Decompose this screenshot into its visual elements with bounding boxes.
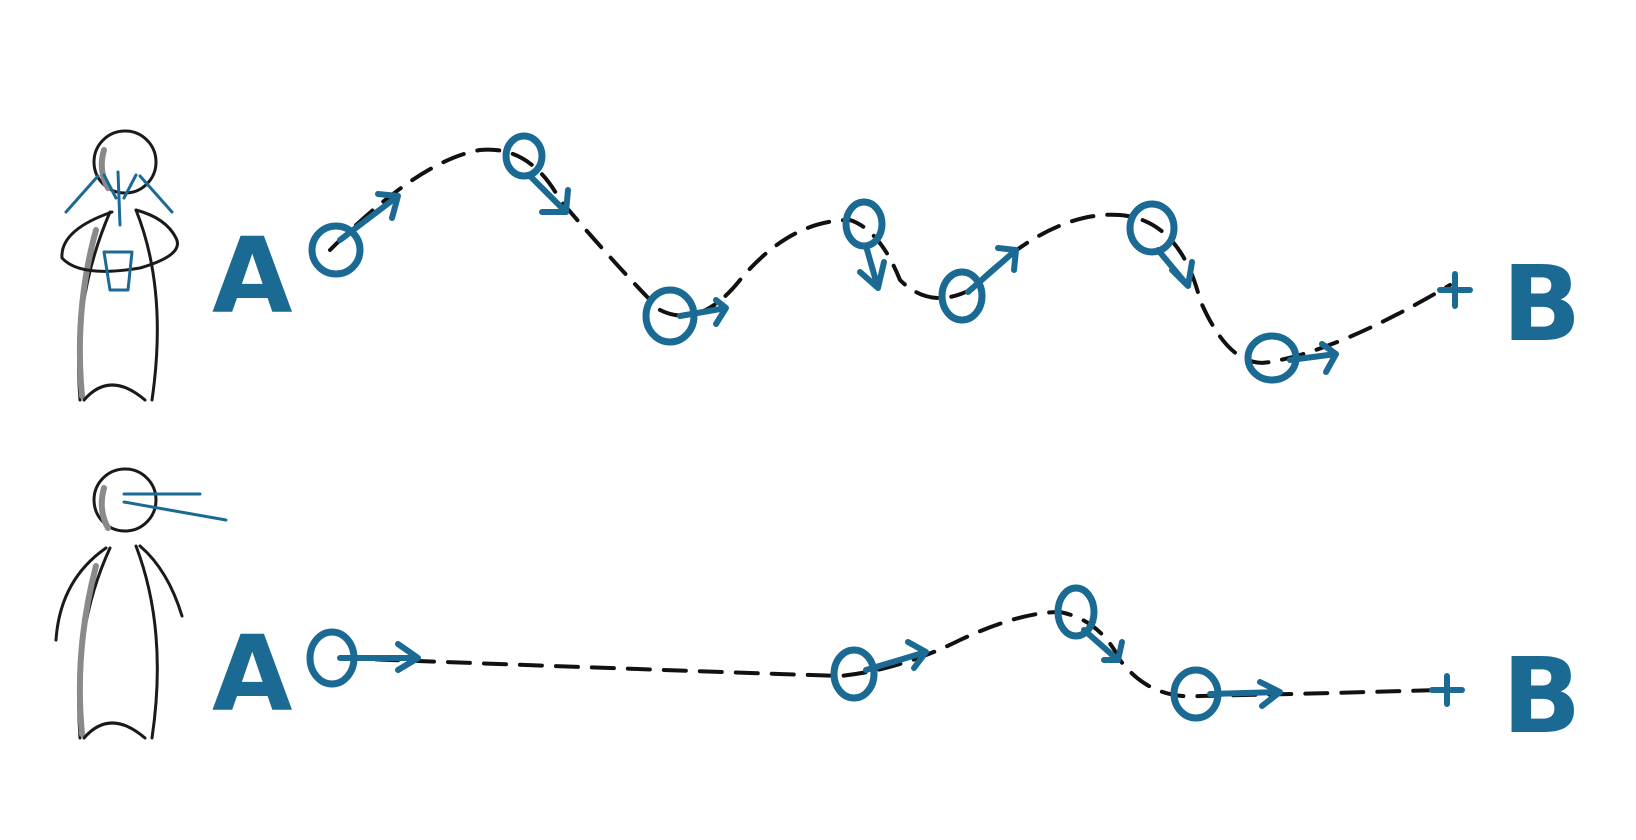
left-arm	[54, 546, 108, 642]
start-label-a: A	[212, 613, 293, 735]
waypoint-4	[842, 198, 887, 291]
gaze-line-inner-right	[122, 173, 138, 200]
body-shade	[76, 563, 99, 737]
destination-cross-icon	[1437, 271, 1473, 309]
waypoint-circle	[842, 198, 886, 250]
arrow-icon	[1155, 247, 1195, 289]
arrow-icon	[965, 245, 1019, 295]
end-label-b: B	[1502, 635, 1581, 757]
gaze-line-inner-left	[102, 173, 118, 200]
arrow-icon	[1207, 679, 1283, 709]
cup-icon	[102, 250, 134, 292]
waypoint-circle	[308, 222, 364, 278]
body-base	[82, 383, 147, 402]
arrow-icon	[527, 173, 571, 215]
scenario-focused: A B	[54, 467, 1581, 757]
end-label-b: B	[1502, 243, 1581, 365]
waypoint-6	[1126, 200, 1195, 289]
waypoint-circle	[938, 268, 986, 324]
waypoint-3	[1054, 584, 1125, 663]
scenario-distracted: A B	[60, 129, 1581, 402]
waypoint-5	[938, 245, 1019, 324]
wandering-path	[328, 147, 1452, 365]
waypoint-circle	[830, 646, 878, 702]
arrow-icon	[863, 639, 929, 673]
gaze-line-left	[64, 174, 100, 214]
right-arm	[138, 544, 184, 618]
gaze-line-bottom	[122, 500, 228, 522]
arrow-icon	[337, 191, 401, 243]
waypoint-2	[830, 639, 929, 702]
person-focused-figure	[54, 467, 228, 740]
waypoint-1	[306, 628, 421, 688]
destination-cross-icon	[1429, 673, 1465, 707]
arrow-icon	[1081, 627, 1125, 663]
gaze-line-right	[138, 174, 174, 214]
person-head	[92, 467, 158, 533]
person-distracted-figure	[60, 129, 179, 402]
arms-loop	[60, 208, 179, 273]
arrow-icon	[857, 243, 887, 291]
arrow-icon	[677, 297, 729, 327]
arrow-icon	[337, 641, 421, 673]
body-right-line	[134, 544, 159, 740]
waypoint-circle	[1126, 200, 1178, 256]
body-base	[82, 721, 147, 740]
head-shade	[98, 485, 111, 531]
gaze-line-center	[116, 170, 122, 227]
waypoint-4	[1170, 666, 1283, 722]
waypoint-7	[1244, 332, 1339, 384]
waypoint-circle	[502, 132, 546, 180]
head-shade	[98, 147, 111, 191]
waypoint-circle	[1054, 584, 1098, 640]
waypoint-1	[308, 191, 401, 278]
arrow-icon	[1287, 341, 1339, 375]
body-shade	[76, 227, 99, 399]
body-right-line	[134, 208, 159, 402]
waypoint-3	[642, 286, 729, 346]
waypoint-2	[502, 132, 571, 215]
direct-path	[338, 609, 1442, 699]
start-label-a: A	[212, 215, 293, 337]
